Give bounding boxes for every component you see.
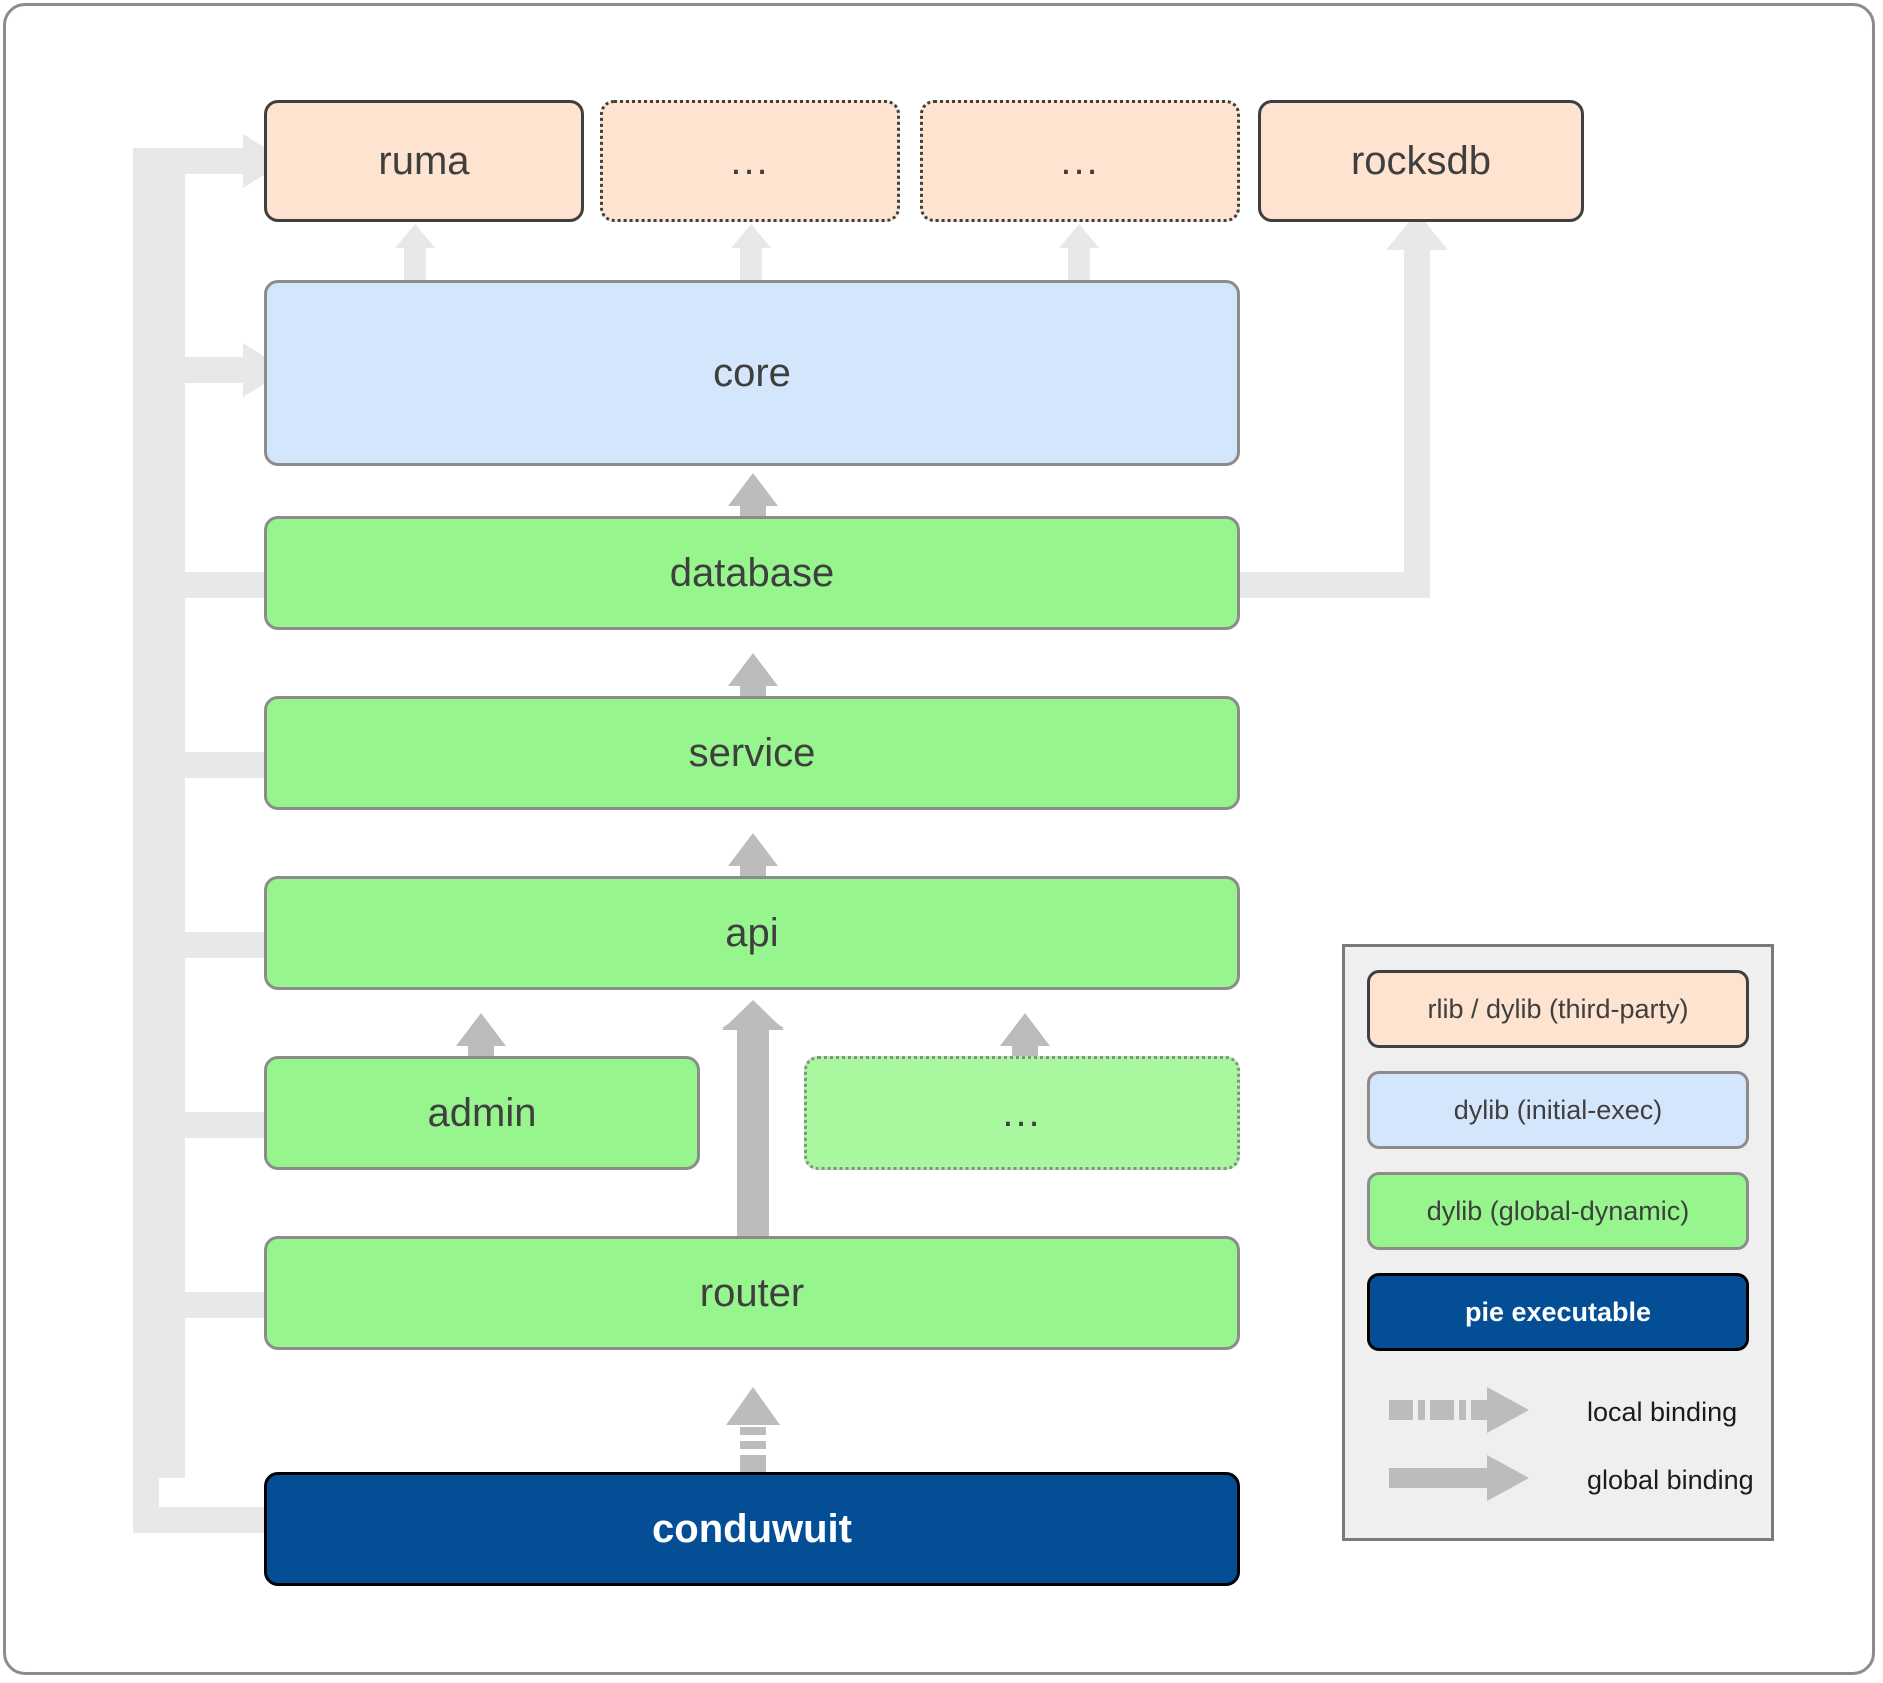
node-mid-more[interactable]: ... (804, 1056, 1240, 1170)
legend-global-binding-arrow-icon (1389, 1455, 1529, 1501)
node-label: admin (427, 1090, 537, 1135)
legend-label: pie executable (1464, 1296, 1652, 1327)
node-label: router (699, 1270, 805, 1315)
node-label: core (713, 350, 791, 395)
legend-local-binding-arrow-icon (1389, 1387, 1529, 1433)
edge-database-to-rocksdb (1240, 212, 1448, 598)
edge-conduwuit-fanout (133, 134, 286, 1533)
node-router[interactable]: router (264, 1236, 1240, 1350)
legend-local-binding-label: local binding (1587, 1397, 1738, 1427)
node-label: ruma (378, 138, 470, 183)
legend-swatch-global-dynamic: dylib (global-dynamic) (1367, 1172, 1749, 1250)
node-label: api (725, 910, 779, 955)
node-rocksdb[interactable]: rocksdb (1258, 100, 1584, 222)
legend-panel: rlib / dylib (third-party) dylib (initia… (1342, 944, 1774, 1541)
legend-swatch-initial-exec: dylib (initial-exec) (1367, 1071, 1749, 1149)
node-label: rocksdb (1350, 138, 1492, 183)
node-core[interactable]: core (264, 280, 1240, 466)
legend-swatch-pie-executable: pie executable (1367, 1273, 1749, 1351)
legend-global-binding-label: global binding (1587, 1465, 1754, 1495)
node-top-more-2[interactable]: ... (920, 100, 1240, 222)
legend-label: dylib (initial-exec) (1453, 1094, 1663, 1125)
legend-label: dylib (global-dynamic) (1426, 1195, 1690, 1226)
node-label: conduwuit (652, 1506, 852, 1551)
legend-swatch-third-party: rlib / dylib (third-party) (1367, 970, 1749, 1048)
legend-label: rlib / dylib (third-party) (1427, 993, 1689, 1024)
node-service[interactable]: service (264, 696, 1240, 810)
node-api[interactable]: api (264, 876, 1240, 990)
node-label: database (669, 550, 835, 595)
node-top-more-1[interactable]: ... (600, 100, 900, 222)
node-label: ... (1060, 138, 1100, 183)
node-conduwuit[interactable]: conduwuit (264, 1472, 1240, 1586)
node-admin[interactable]: admin (264, 1056, 700, 1170)
node-database[interactable]: database (264, 516, 1240, 630)
node-label: ... (730, 138, 770, 183)
node-label: ... (1002, 1090, 1042, 1135)
edge-core-to-third-party (395, 224, 1099, 286)
node-ruma[interactable]: ruma (264, 100, 584, 222)
node-label: service (688, 730, 816, 775)
